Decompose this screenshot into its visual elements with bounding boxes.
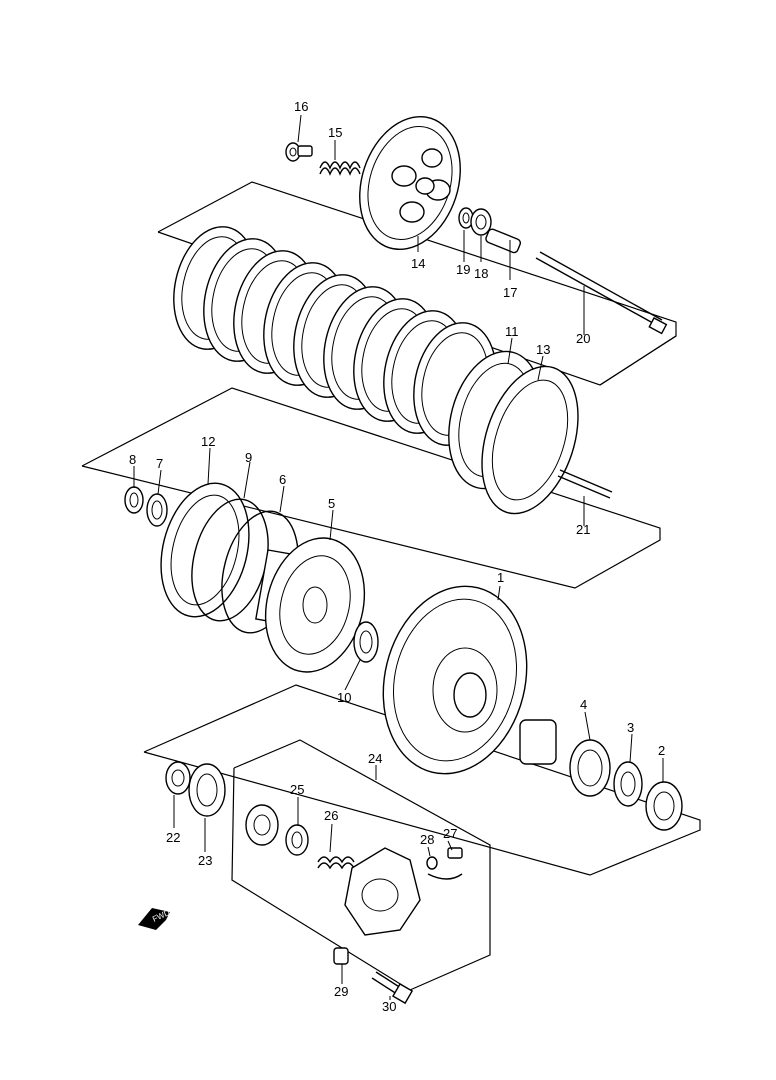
callout-2: 2 [658,743,665,758]
callout-7: 7 [156,456,163,471]
washer-10 [353,621,379,663]
callout-8: 8 [129,452,136,467]
callout-9: 9 [245,450,252,465]
callout-4: 4 [580,697,587,712]
pressure-plate-14 [359,115,461,251]
washer-3 [613,761,643,807]
callout-17: 17 [503,285,517,300]
plate-12 [160,482,250,618]
bearing-18 [470,208,492,236]
clutch-sleeve-hub-5 [255,537,366,673]
callout-26: 26 [324,808,338,823]
callout-21: 21 [576,522,590,537]
dowel-29 [333,947,349,965]
callout-18: 18 [474,266,488,281]
callout-15: 15 [328,125,342,140]
pin-21 [557,469,613,499]
callout-29: 29 [334,984,348,999]
spring-15 [319,161,361,176]
callout-12: 12 [201,434,215,449]
upper-frame-edge [599,335,677,386]
cover-frame [231,739,491,991]
callout-20: 20 [576,331,590,346]
callout-13: 13 [536,342,550,357]
oil-seal-23 [188,763,226,817]
callout-23: 23 [198,853,212,868]
bleeder-28 [426,856,438,870]
washer-7 [146,493,168,527]
spacer [519,719,557,765]
seal-25 [285,824,309,856]
callout-19: 19 [456,262,470,277]
piston-25a [245,804,279,846]
callout-30: 30 [382,999,396,1014]
hub-frame [143,684,701,876]
callout-5: 5 [328,496,335,511]
clutch-plate-stack [173,226,497,446]
push-piece-17 [485,228,522,254]
leader-lines [133,114,664,1000]
bolt-16 [285,142,313,162]
callout-25: 25 [290,782,304,797]
callout-3: 3 [627,720,634,735]
callout-6: 6 [279,472,286,487]
callout-16: 16 [294,99,308,114]
callout-24: 24 [368,751,382,766]
middle-plates-frame [81,387,661,589]
spacer-2 [645,781,683,831]
callout-1: 1 [497,570,504,585]
needle-bearing-4 [569,739,611,797]
washer-8 [124,486,144,514]
primary-driven-gear-1 [382,585,528,775]
spring-26 [317,856,355,870]
fwd-arrow-icon: FWD [138,908,172,930]
release-cylinder-cover [344,847,421,936]
callout-28: 28 [420,832,434,847]
callout-27: 27 [443,826,457,841]
bleeder-valve-27 [427,847,463,880]
push-rod-20 [535,251,668,335]
callout-11: 11 [505,324,519,339]
callout-10: 10 [337,690,351,705]
bolt-30 [371,971,414,1005]
callout-22: 22 [166,830,180,845]
bearing-22 [165,761,191,795]
callout-14: 14 [411,256,425,271]
plate-13 [481,365,579,515]
